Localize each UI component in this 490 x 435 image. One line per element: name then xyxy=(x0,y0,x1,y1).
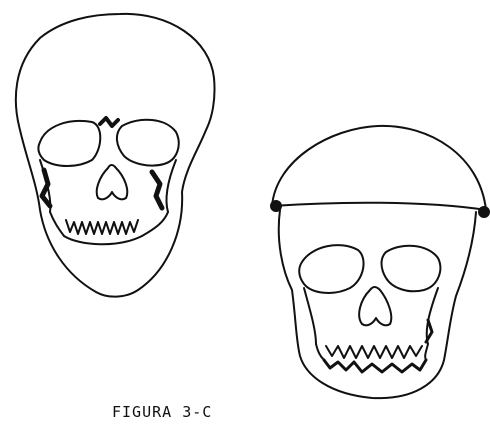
right-skull-zygoma-left xyxy=(304,288,316,344)
left-skull-fracture-nasal xyxy=(100,118,118,126)
left-skull-outline xyxy=(16,14,215,297)
right-skull xyxy=(271,126,489,398)
right-skull-teeth-lower xyxy=(324,360,426,372)
right-skull-orbit-right xyxy=(382,246,441,292)
left-skull-nose xyxy=(97,165,128,199)
right-skull-separation-line xyxy=(272,203,486,210)
figure-caption: FIGURA 3-C xyxy=(112,403,212,421)
left-skull-teeth-lower xyxy=(64,236,142,244)
left-skull-fracture-right xyxy=(152,172,162,208)
right-skull-dome xyxy=(272,126,486,210)
right-skull-orbit-left xyxy=(299,245,363,293)
left-skull-orbit-left xyxy=(38,121,100,166)
right-skull-nose xyxy=(359,287,391,325)
left-skull-teeth-upper xyxy=(66,220,138,234)
left-skull xyxy=(16,14,215,297)
right-skull-teeth-upper xyxy=(326,346,422,358)
right-skull-fracture-point-right xyxy=(479,207,489,217)
left-skull-orbit-right xyxy=(117,120,179,166)
left-skull-zygoma-right xyxy=(166,160,176,212)
